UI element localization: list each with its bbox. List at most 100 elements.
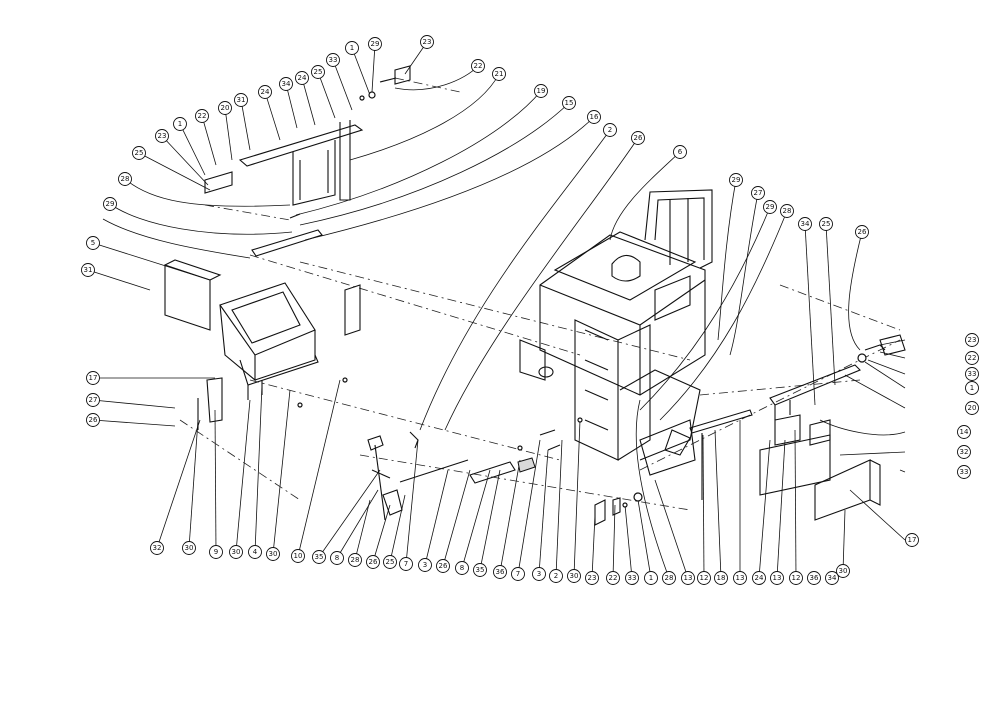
part-callout: 22: [195, 109, 209, 123]
callout-number: 26: [439, 562, 448, 570]
callout-number: 21: [495, 70, 504, 78]
callout-circle: [103, 197, 117, 211]
part-callout: 3: [532, 567, 546, 581]
part-callout: 28: [780, 204, 794, 218]
callout-number: 10: [294, 552, 303, 560]
callout-number: 14: [960, 428, 969, 436]
callout-number: 32: [960, 448, 969, 456]
part-callout: 25: [383, 555, 397, 569]
callout-number: 13: [684, 574, 693, 582]
callout-number: 26: [89, 416, 98, 424]
callout-number: 28: [351, 556, 360, 564]
callout-circle: [348, 553, 362, 567]
part-callout: 20: [218, 101, 232, 115]
callout-circle: [752, 571, 766, 585]
upper-bracket-assembly: [204, 65, 411, 257]
callout-number: 13: [736, 574, 745, 582]
callout-number: 22: [198, 112, 207, 120]
part-callout: 26: [86, 413, 100, 427]
part-callout: 32: [150, 541, 164, 555]
part-callout: 25: [311, 65, 325, 79]
callout-number: 13: [773, 574, 782, 582]
callout-circle: [132, 146, 146, 160]
callout-number: 34: [828, 574, 837, 582]
callout-circle: [118, 172, 132, 186]
callout-circle: [965, 381, 979, 395]
part-callout: 33: [326, 53, 340, 67]
part-callout: 26: [366, 555, 380, 569]
callout-number: 1: [178, 120, 182, 128]
lower-loose-parts: [367, 417, 643, 526]
callout-circle: [789, 571, 803, 585]
callout-circle: [418, 558, 432, 572]
callout-circle: [965, 333, 979, 347]
callout-number: 3: [423, 561, 427, 569]
part-callout: 25: [819, 217, 833, 231]
part-callout: 24: [258, 85, 272, 99]
callout-circle: [291, 549, 305, 563]
part-callout: 36: [807, 571, 821, 585]
callout-circle: [770, 571, 784, 585]
part-callout: 33: [625, 571, 639, 585]
part-callout: 16: [587, 110, 601, 124]
part-callout: 29: [103, 197, 117, 211]
callout-number: 27: [89, 396, 98, 404]
part-callout: 26: [436, 559, 450, 573]
part-callout: 12: [789, 571, 803, 585]
callout-circle: [234, 93, 248, 107]
callout-circle: [714, 571, 728, 585]
part-callout: 23: [965, 333, 979, 347]
callout-circle: [585, 571, 599, 585]
callout-number: 26: [369, 558, 378, 566]
callout-circle: [258, 85, 272, 99]
part-callout: 26: [631, 131, 645, 145]
callout-circle: [279, 77, 293, 91]
part-callout: 22: [965, 351, 979, 365]
callout-number: 8: [335, 554, 339, 562]
part-callout: 25: [132, 146, 146, 160]
callout-number: 20: [221, 104, 230, 112]
part-callout: 9: [209, 545, 223, 559]
callout-number: 23: [588, 574, 597, 582]
part-callout: 2: [603, 123, 617, 137]
callout-circle: [733, 571, 747, 585]
part-callout: 28: [348, 553, 362, 567]
callout-circle: [473, 563, 487, 577]
part-callout: 24: [752, 571, 766, 585]
callout-number: 29: [106, 200, 115, 208]
callout-number: 26: [858, 228, 867, 236]
callout-circle: [311, 65, 325, 79]
assembly-lines: [179, 77, 901, 511]
callout-circle: [326, 53, 340, 67]
part-callout: 27: [86, 393, 100, 407]
callout-number: 34: [282, 80, 291, 88]
callout-circle: [86, 393, 100, 407]
callout-number: 7: [516, 570, 520, 578]
callout-circle: [807, 571, 821, 585]
part-callout: 32: [957, 445, 971, 459]
callout-number: 35: [476, 566, 485, 574]
callout-circle: [763, 200, 777, 214]
callout-number: 25: [314, 68, 323, 76]
callout-number: 22: [609, 574, 618, 582]
callout-circle: [81, 263, 95, 277]
part-callout: 35: [473, 563, 487, 577]
callout-circle: [511, 567, 525, 581]
callout-number: 17: [908, 536, 917, 544]
main-tank-body: [519, 189, 713, 476]
callout-number: 2: [554, 572, 558, 580]
callout-circle: [825, 571, 839, 585]
callout-circle: [229, 545, 243, 559]
part-callout: 5: [86, 236, 100, 250]
callout-circle: [366, 555, 380, 569]
part-callout: 33: [957, 465, 971, 479]
part-callout: 13: [681, 571, 695, 585]
callout-circle: [209, 545, 223, 559]
callout-circle: [697, 571, 711, 585]
callout-circle: [729, 173, 743, 187]
callout-number: 19: [537, 87, 546, 95]
callout-circle: [644, 571, 658, 585]
part-callout: 8: [455, 561, 469, 575]
callout-circle: [681, 571, 695, 585]
